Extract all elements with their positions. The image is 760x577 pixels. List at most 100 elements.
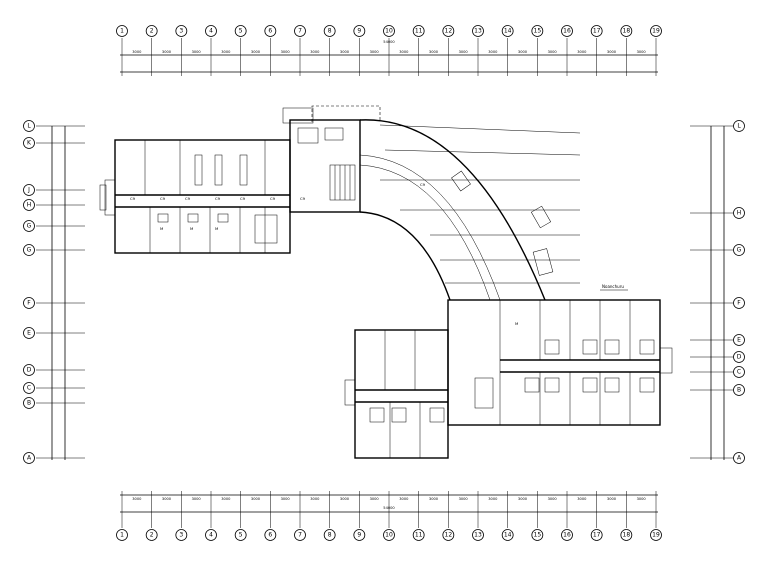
axis-bubble-circle: [561, 25, 573, 37]
axis-bubble-label: 18: [623, 28, 631, 35]
row-bubble-right: B: [733, 384, 745, 396]
bottom-segment-dimension: 3000: [399, 497, 409, 501]
column-bubble-bottom: 15: [531, 529, 544, 541]
axis-bubble-label: 11: [415, 28, 423, 35]
axis-bubble-label: 7: [298, 532, 302, 539]
row-bubble-right: D: [733, 351, 745, 363]
axis-bubble-label: 4: [209, 28, 213, 35]
column-bubble-top: 4: [205, 25, 217, 37]
axis-bubble-circle: [733, 351, 745, 363]
axis-bubble-label: E: [737, 337, 741, 344]
axis-bubble-label: F: [27, 300, 31, 307]
row-bubble-left: H: [23, 199, 35, 211]
axis-bubble-circle: [23, 244, 35, 256]
axis-bubble-label: D: [27, 367, 32, 374]
column-bubble-bottom: 7: [294, 529, 306, 541]
top-segment-dimension: 3000: [281, 50, 291, 54]
axis-bubble-circle: [145, 529, 158, 541]
column-bubble-top: 6: [264, 25, 277, 37]
axis-bubble-label: H: [737, 210, 742, 217]
top-segment-dimension: 3000: [251, 50, 261, 54]
room-tag: C9: [420, 182, 426, 187]
row-bubble-left: E: [23, 327, 35, 339]
axis-bubble-circle: [294, 529, 306, 541]
axis-bubble-label: 1: [120, 28, 124, 35]
axis-bubble-circle: [264, 25, 277, 37]
axis-bubble-label: 6: [268, 532, 272, 539]
axis-bubble-circle: [234, 529, 247, 541]
column-bubble-bottom: 8: [323, 529, 336, 541]
axis-bubble-label: 6: [268, 28, 272, 35]
top-segment-dimension: 3000: [310, 50, 320, 54]
row-bubble-left: G: [23, 244, 35, 256]
axis-bubble-circle: [733, 207, 745, 219]
column-bubble-top: 12: [442, 25, 455, 37]
axis-bubble-circle: [175, 529, 188, 541]
axis-bubble-label: 16: [563, 28, 571, 35]
axis-bubble-label: G: [27, 223, 32, 230]
column-bubble-top: 11: [412, 25, 425, 37]
axis-bubble-label: 10: [385, 532, 393, 539]
room-tag: M: [160, 226, 163, 231]
row-bubble-right: F: [733, 297, 745, 309]
bottom-segment-dimension: 3000: [221, 497, 231, 501]
column-bubble-bottom: 5: [234, 529, 247, 541]
axis-bubble-circle: [501, 529, 514, 541]
top-segment-dimension: 3000: [488, 50, 498, 54]
axis-bubble-label: L: [737, 123, 741, 130]
top-segment-dimension: 3000: [577, 50, 587, 54]
row-bubble-right: E: [733, 334, 745, 346]
axis-bubble-label: 2: [150, 532, 154, 539]
room-tag: C9: [270, 196, 276, 201]
curved-wing: [359, 119, 581, 301]
room-tag: C9: [130, 196, 136, 201]
axis-bubble-label: C: [737, 369, 741, 376]
axis-bubble-label: F: [737, 300, 741, 307]
column-bubble-top: 10: [383, 25, 395, 37]
axis-bubble-label: C: [27, 385, 31, 392]
axis-bubble-circle: [590, 529, 603, 541]
axis-bubble-label: E: [27, 330, 31, 337]
axis-bubble-label: 5: [239, 532, 243, 539]
column-bubble-top: 18: [620, 25, 633, 37]
axis-bubble-circle: [175, 25, 188, 37]
axis-bubble-label: 5: [239, 28, 243, 35]
bottom-segment-dimension: 3000: [132, 497, 142, 501]
axis-bubble-circle: [205, 529, 217, 541]
axis-bubble-label: 3: [179, 28, 183, 35]
room-tag: M: [190, 226, 193, 231]
column-bubble-top: 16: [561, 25, 573, 37]
bottom-segment-dimension: 3000: [459, 497, 469, 501]
axis-bubble-circle: [23, 220, 35, 232]
top-segment-dimension: 3000: [162, 50, 172, 54]
lower-right-wing: [447, 299, 673, 426]
axis-bubble-circle: [23, 327, 35, 339]
bottom-segment-dimension: 3000: [281, 497, 291, 501]
axis-bubble-label: 12: [445, 28, 453, 35]
axis-bubble-circle: [412, 529, 425, 541]
axis-bubble-circle: [472, 25, 484, 37]
top-segment-dimension: 3000: [548, 50, 558, 54]
column-bubble-bottom: 10: [383, 529, 395, 541]
bottom-segment-dimension: 3000: [607, 497, 617, 501]
row-bubble-left: J: [23, 184, 35, 196]
axis-bubble-label: A: [27, 455, 32, 462]
axis-bubble-circle: [733, 452, 745, 464]
axis-bubble-circle: [23, 364, 35, 376]
column-bubble-top: 19: [650, 25, 662, 37]
axis-bubble-circle: [383, 25, 395, 37]
column-bubble-top: 15: [531, 25, 544, 37]
axis-bubble-circle: [23, 397, 35, 409]
axis-bubble-label: 15: [534, 28, 542, 35]
axis-bubble-label: 1: [120, 532, 124, 539]
row-bubble-right: H: [733, 207, 745, 219]
axis-bubble-label: 13: [474, 532, 482, 539]
top-segment-dimension: 3000: [459, 50, 469, 54]
axis-bubble-circle: [733, 384, 745, 396]
bottom-segment-dimension: 3000: [548, 497, 558, 501]
axis-bubble-label: H: [27, 202, 32, 209]
row-bubble-left: L: [23, 120, 35, 132]
